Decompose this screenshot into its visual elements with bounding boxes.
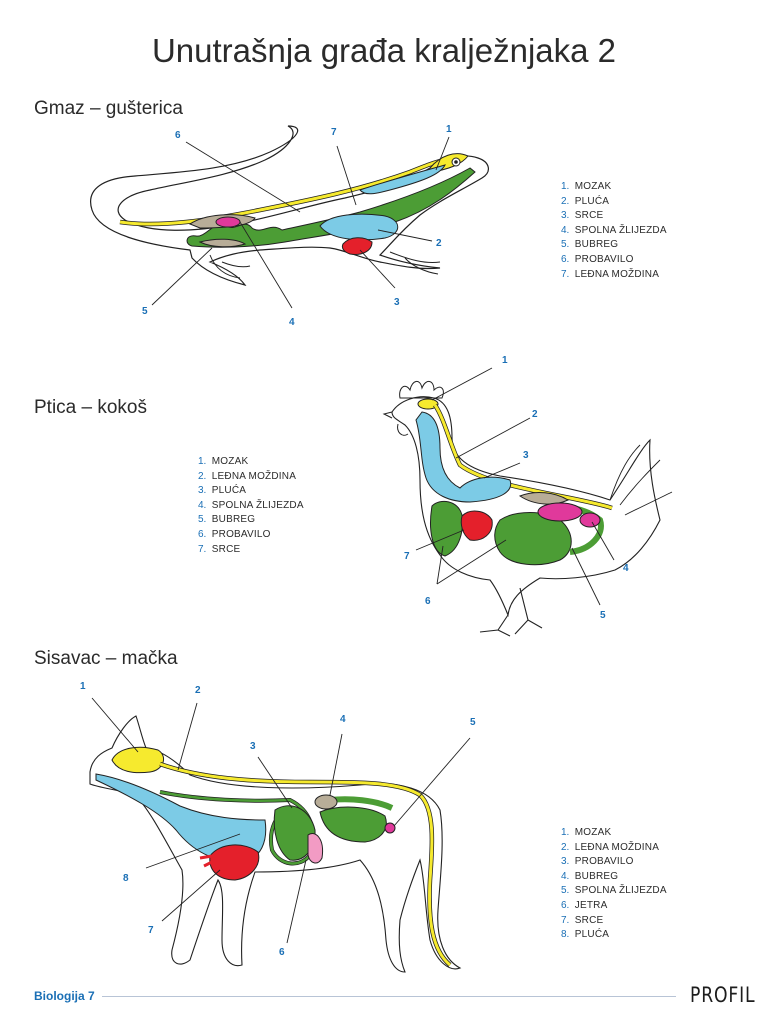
publisher-logo: PROFIL xyxy=(690,983,756,1007)
legend-item: 4. Spolna žlijezda xyxy=(561,224,667,236)
legend-item: 6. Probavilo xyxy=(198,528,271,540)
lizard-callout-5: 5 xyxy=(142,306,148,317)
cat-heart xyxy=(209,844,260,881)
bird-callout-5: 5 xyxy=(600,610,606,621)
legend-item: 3. Srce xyxy=(561,210,604,222)
legend-item: 7. Leđna moždina xyxy=(561,268,660,280)
cat-liver xyxy=(307,833,324,864)
legend-item: 1. Mozak xyxy=(561,827,612,838)
cat-kidney xyxy=(314,794,338,810)
bird-lung xyxy=(415,411,512,503)
cat-legend: 1. Mozak 2. Leđna moždina 3. Probavilo 4… xyxy=(561,826,667,943)
legend-item: 3. Pluća xyxy=(198,485,247,497)
bird-digestive xyxy=(430,500,463,557)
legend-item: 6. Jetra xyxy=(561,899,608,911)
bird-callout-4: 4 xyxy=(623,563,629,574)
legend-item: 2. Leđna moždina xyxy=(561,841,660,853)
lizard-legend: 1. Mozak 2. Pluća 3. Srce 4. Spolna žlij… xyxy=(561,180,667,282)
bird-body-outline xyxy=(391,396,661,618)
footer-divider xyxy=(102,996,676,997)
bird-gonad xyxy=(537,502,583,522)
lizard-callout-1: 1 xyxy=(446,124,452,135)
legend-item: 5. Bubreg xyxy=(198,514,256,526)
bird-legend: 1. Mozak 2. Leđna moždina 3. Pluća 4. Sp… xyxy=(198,455,304,557)
bird-callout-3: 3 xyxy=(523,450,529,461)
cat-body-outline xyxy=(89,715,462,973)
bird-comb xyxy=(399,381,444,399)
cat-callout-3: 3 xyxy=(250,741,256,752)
cat-brain xyxy=(111,746,165,774)
footer-label: Biologija 7 xyxy=(34,989,95,1003)
lizard-callout-3: 3 xyxy=(394,297,400,308)
legend-item: 7. Srce xyxy=(561,914,604,926)
cat-callout-2: 2 xyxy=(195,685,201,696)
bird-callout-7: 7 xyxy=(404,551,410,562)
cat-callout-7: 7 xyxy=(148,925,154,936)
lizard-heart xyxy=(341,237,373,255)
lizard-callout-7: 7 xyxy=(331,127,337,138)
legend-item: 8. Pluća xyxy=(561,929,610,941)
cat-callout-1: 1 xyxy=(80,681,86,692)
legend-item: 7. Srce xyxy=(198,543,241,555)
legend-item: 5. Spolna žlijezda xyxy=(561,885,667,897)
legend-item: 2. Pluća xyxy=(561,195,610,207)
bird-heart xyxy=(460,510,493,541)
section-title-bird: Ptica – kokoš xyxy=(34,397,147,418)
legend-item: 3. Probavilo xyxy=(561,856,634,868)
bird-brain xyxy=(417,398,439,410)
cat-callout-5: 5 xyxy=(470,717,476,728)
cat-callout-8: 8 xyxy=(123,873,129,884)
legend-item: 1. Mozak xyxy=(561,181,612,192)
cat-callout-6: 6 xyxy=(279,947,285,958)
section-title-cat: Sisavac – mačka xyxy=(34,648,178,669)
legend-item: 5. Bubreg xyxy=(561,239,619,251)
lizard-callout-6: 6 xyxy=(175,130,181,141)
lizard-callout-4: 4 xyxy=(289,317,295,328)
legend-item: 6. Probavilo xyxy=(561,253,634,265)
bird-callout-2: 2 xyxy=(532,409,538,420)
lizard-callout-2: 2 xyxy=(436,238,442,249)
legend-item: 2. Leđna moždina xyxy=(198,470,297,482)
cat-callout-4: 4 xyxy=(340,714,346,725)
bird-callout-6: 6 xyxy=(425,596,431,607)
legend-item: 4. Spolna žlijezda xyxy=(198,499,304,511)
cat-gonad xyxy=(384,822,396,834)
bird-callout-1: 1 xyxy=(502,355,508,366)
lizard-lung xyxy=(319,213,399,241)
legend-item: 1. Mozak xyxy=(198,456,249,467)
section-title-lizard: Gmaz – gušterica xyxy=(34,98,183,119)
bird-kidney xyxy=(518,492,570,505)
page-title: Unutrašnja građa kralježnjaka 2 xyxy=(151,32,617,69)
legend-item: 4. Bubreg xyxy=(561,870,619,882)
